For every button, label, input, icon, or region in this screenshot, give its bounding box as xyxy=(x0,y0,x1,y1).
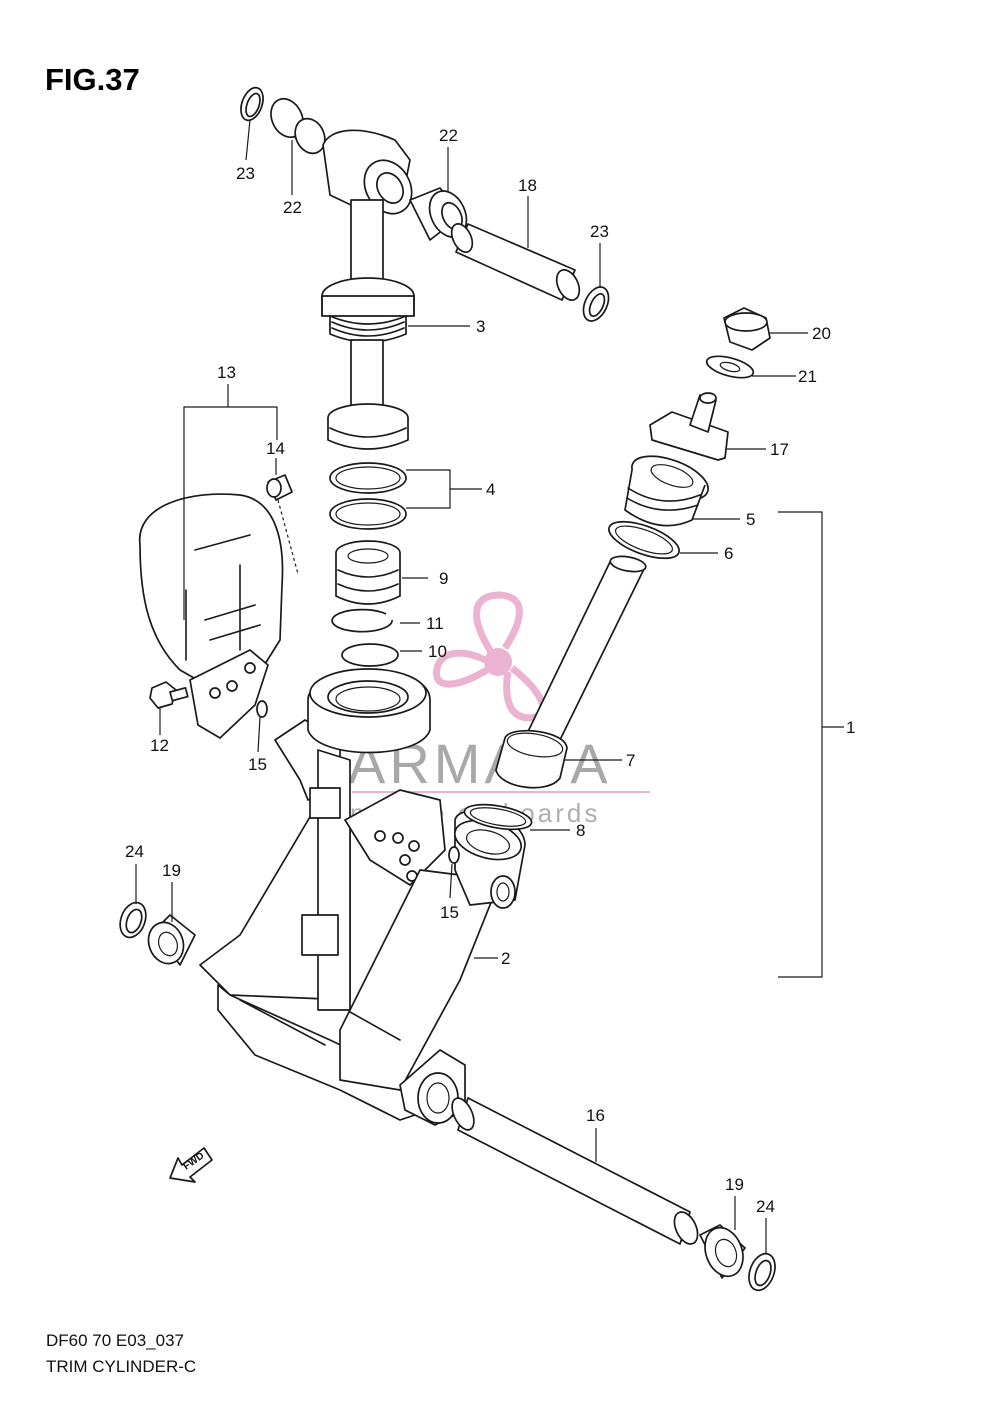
propeller-icon xyxy=(433,591,547,722)
callout-12: 12 xyxy=(150,736,169,755)
part-11-snap-ring xyxy=(331,608,393,633)
part-13-cover-assembly xyxy=(139,493,284,739)
callout-19: 19 xyxy=(725,1175,744,1194)
callout-4: 4 xyxy=(486,480,495,499)
part-22-bushing-left xyxy=(270,97,326,155)
part-2-cylinder-body xyxy=(199,668,526,1126)
part-14-grommet xyxy=(266,474,299,575)
callout-22: 22 xyxy=(283,198,302,217)
part-19-bushing-right xyxy=(699,1224,746,1279)
part-16-lower-pin xyxy=(451,1097,699,1245)
part-1-tilt-rod xyxy=(521,555,647,751)
part-24-circlip-left xyxy=(119,901,147,939)
callout-2: 2 xyxy=(501,949,510,968)
callout-16: 16 xyxy=(586,1106,605,1125)
callout-5: 5 xyxy=(746,510,755,529)
callout-24: 24 xyxy=(756,1197,775,1216)
callout-15: 15 xyxy=(248,755,267,774)
part-24-circlip-right xyxy=(748,1252,776,1292)
callout-15: 15 xyxy=(440,903,459,922)
part-9-free-piston xyxy=(335,540,401,605)
part-23-circlip-right xyxy=(582,286,610,322)
part-20-nut xyxy=(723,307,771,351)
part-5-cap-assembly xyxy=(624,455,709,527)
part-7-rod-seal xyxy=(495,729,568,789)
part-17-manual-valve xyxy=(649,392,729,461)
callout-9: 9 xyxy=(439,569,448,588)
part-6-o-ring xyxy=(608,520,680,560)
fwd-arrow-icon: FWD xyxy=(169,1147,213,1183)
part-10-o-ring xyxy=(341,643,399,667)
part-4-o-rings xyxy=(329,462,407,530)
callout-1: 1 xyxy=(846,718,855,737)
callout-14: 14 xyxy=(266,439,285,458)
callout-11: 11 xyxy=(426,614,444,633)
part-3-piston-rod-eye xyxy=(322,129,413,301)
callout-22: 22 xyxy=(439,126,458,145)
callout-8: 8 xyxy=(576,821,585,840)
part-8-o-ring xyxy=(463,803,533,831)
callout-13: 13 xyxy=(217,363,236,382)
part-12-bolt xyxy=(149,681,189,709)
callout-23: 23 xyxy=(590,222,609,241)
part-21-washer xyxy=(705,355,755,379)
callout-7: 7 xyxy=(626,751,635,770)
callout-3: 3 xyxy=(476,317,485,336)
callout-19: 19 xyxy=(162,861,181,880)
callout-labels: 23 22 22 18 23 3 20 21 13 14 4 17 5 6 9 … xyxy=(125,126,855,1216)
callout-10: 10 xyxy=(428,642,447,661)
part-3-piston-assembly xyxy=(321,277,415,450)
callout-23: 23 xyxy=(236,164,255,183)
diagram-name: TRIM CYLINDER-C xyxy=(46,1357,197,1376)
diagram-code: DF60 70 E03_037 xyxy=(46,1331,184,1350)
leader-lines xyxy=(135,119,844,1254)
callout-20: 20 xyxy=(812,324,831,343)
part-23-circlip-top-left xyxy=(240,86,264,122)
part-18-pivot-pin xyxy=(450,223,581,301)
figure-title: FIG.37 xyxy=(45,62,140,97)
part-19-bushing-left xyxy=(147,914,196,966)
part-15-o-ring-small-right xyxy=(448,846,460,864)
callout-24: 24 xyxy=(125,842,144,861)
callout-18: 18 xyxy=(518,176,537,195)
callout-17: 17 xyxy=(770,440,789,459)
part-15-o-ring-small-left xyxy=(256,700,268,718)
callout-6: 6 xyxy=(724,544,733,563)
callout-21: 21 xyxy=(798,367,817,386)
